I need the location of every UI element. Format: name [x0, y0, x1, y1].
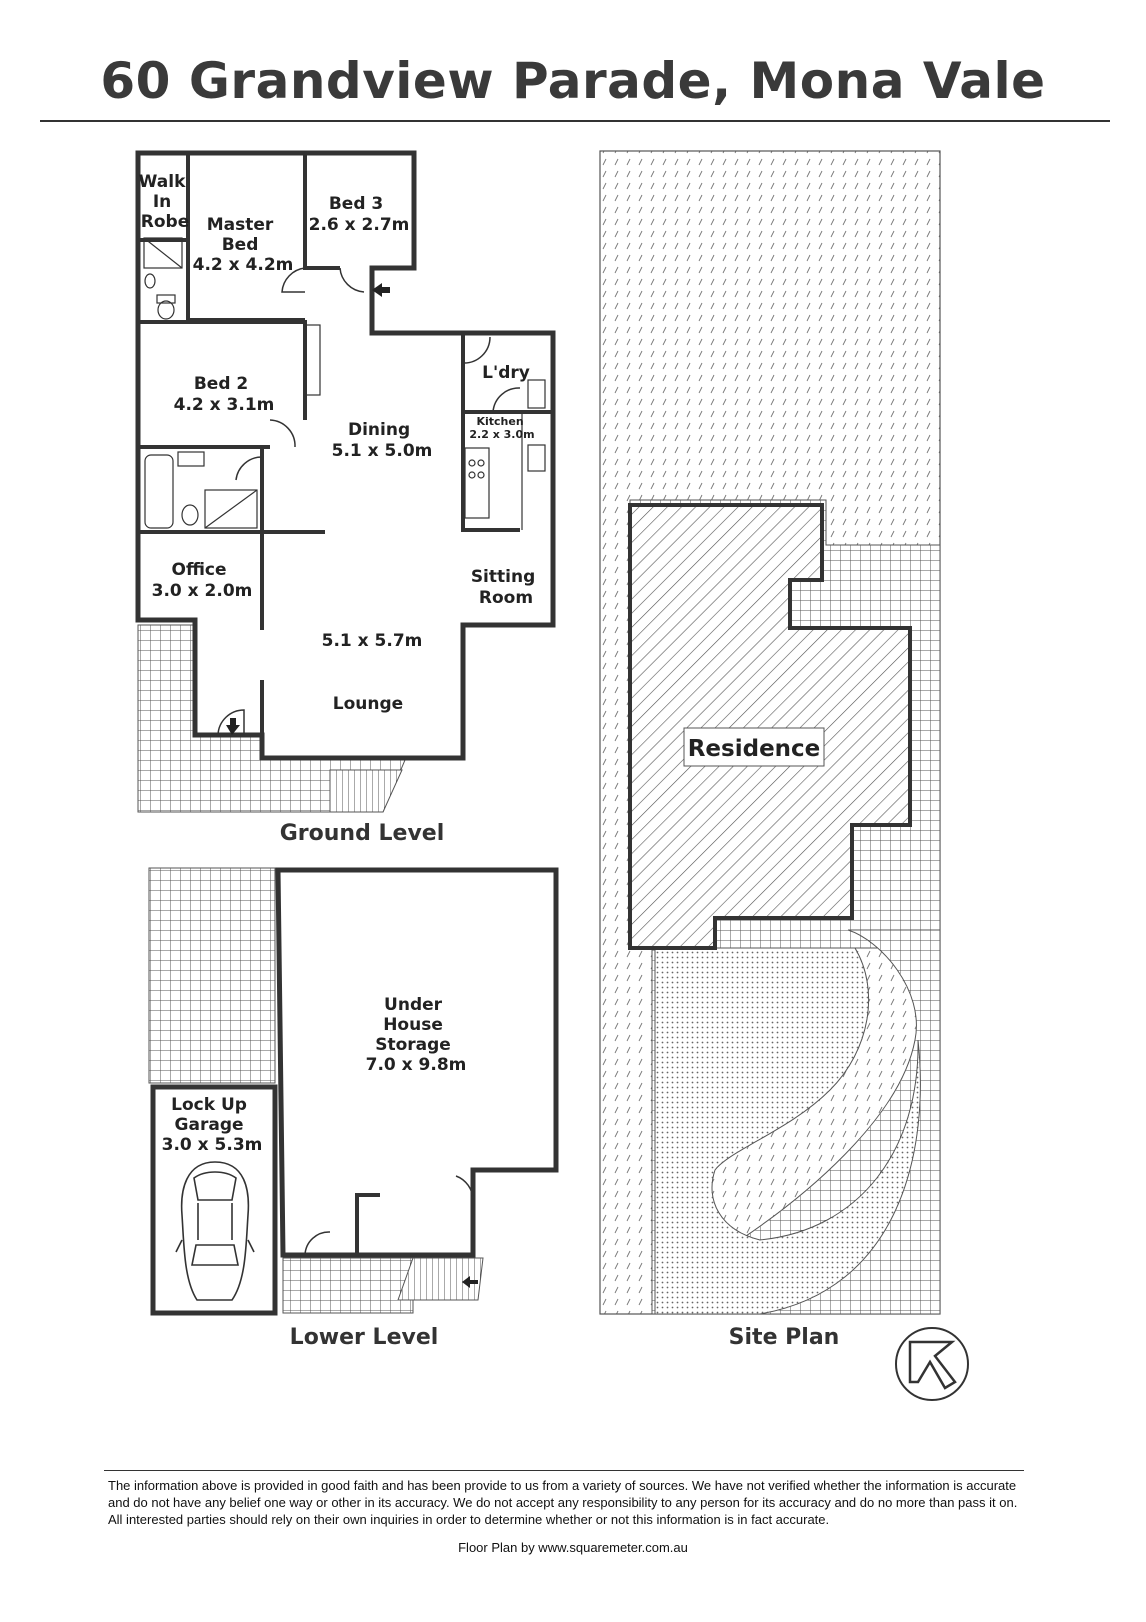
- label-residence: Residence: [688, 736, 821, 762]
- lower-tiles-bottom: [282, 1257, 414, 1314]
- label-laundry: L'dry: [482, 363, 530, 383]
- ground-stairs: [329, 769, 403, 813]
- label-master-bed: Master Bed 4.2 x 4.2m: [193, 215, 294, 275]
- site-driveway: [654, 947, 921, 1315]
- front-entry-arrow-icon: [226, 718, 240, 735]
- ground-level-caption: Ground Level: [280, 821, 445, 846]
- ground-interior-walls: [138, 153, 553, 735]
- label-walk-in-robe: Walk In Robe: [139, 172, 192, 232]
- label-lounge-size: 5.1 x 5.7m: [322, 631, 423, 651]
- north-arrow-icon: [895, 1327, 969, 1401]
- label-sitting-room: Sitting Room: [471, 567, 541, 608]
- title-divider: [40, 120, 1110, 122]
- floor-plan-credit: Floor Plan by www.squaremeter.com.au: [458, 1540, 688, 1555]
- disclaimer-text: The information above is provided in goo…: [108, 1478, 1018, 1527]
- label-under-house-storage: Under House Storage 7.0 x 9.8m: [366, 995, 467, 1075]
- page-title: 60 Grandview Parade, Mona Vale: [100, 52, 1046, 110]
- ground-level-plan: Walk In Robe Master Bed 4.2 x 4.2m Bed 3…: [135, 150, 556, 846]
- lower-stairs: [397, 1257, 484, 1301]
- label-office: Office 3.0 x 2.0m: [152, 560, 253, 601]
- residence-label-box: [683, 727, 825, 767]
- lower-level-caption: Lower Level: [290, 1325, 439, 1350]
- floor-plan-drawing: Walk In Robe Master Bed 4.2 x 4.2m Bed 3…: [135, 150, 969, 1401]
- site-plan-caption: Site Plan: [729, 1325, 840, 1350]
- ground-entry-arrow-icon: [372, 283, 390, 297]
- lower-entry-arrow-icon: [462, 1276, 478, 1288]
- label-lounge: Lounge: [333, 694, 403, 714]
- lower-level-plan: Under House Storage 7.0 x 9.8m Lock Up G…: [148, 867, 559, 1350]
- label-dining: Dining 5.1 x 5.0m: [332, 420, 433, 461]
- label-kitchen: Kitchen 2.2 x 3.0m: [469, 415, 534, 441]
- car-icon: [175, 1161, 255, 1301]
- site-plan: Residence Site Plan: [599, 150, 969, 1401]
- lower-tiles-left: [148, 867, 276, 1084]
- ground-exterior-wall: [135, 150, 556, 761]
- label-bed-2: Bed 2 4.2 x 3.1m: [174, 374, 275, 415]
- site-residence-footprint: [628, 503, 912, 950]
- disclaimer-divider: [104, 1470, 1024, 1471]
- ground-fixtures: [143, 237, 546, 530]
- ground-door-swings: [217, 267, 521, 736]
- lower-door-swings: [304, 1175, 474, 1256]
- label-lock-up-garage: Lock Up Garage 3.0 x 5.3m: [162, 1095, 263, 1155]
- label-bed-3: Bed 3 2.6 x 2.7m: [309, 194, 410, 235]
- lower-interior-wall: [355, 1193, 380, 1253]
- lower-storage-walls: [275, 867, 559, 1258]
